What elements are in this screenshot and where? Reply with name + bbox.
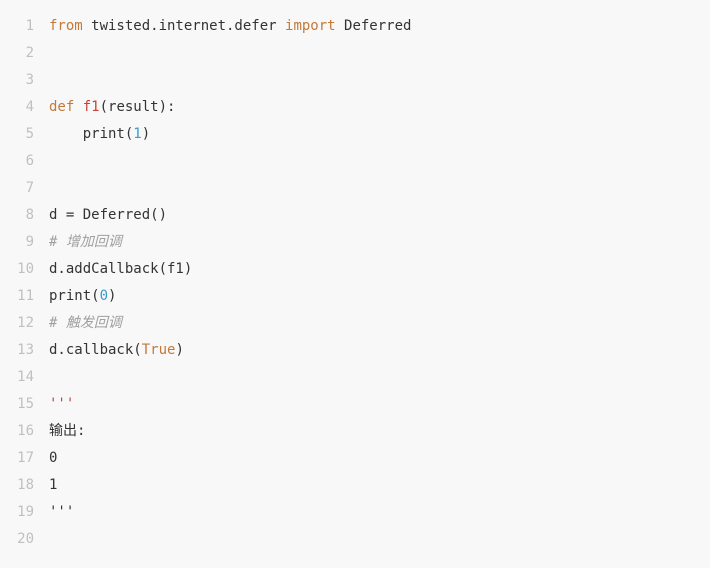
line-code: ''' <box>34 391 74 418</box>
code-token-number: 0 <box>99 288 109 304</box>
line-number: 10 <box>17 261 34 277</box>
line-code: # 触发回调 <box>34 310 122 337</box>
line-code: print(0) <box>34 283 116 310</box>
code-token-builtin: True <box>141 342 176 358</box>
code-token-plain: print( <box>49 126 134 142</box>
code-token-plain: ''' <box>49 504 75 520</box>
line-code: d = Deferred() <box>34 202 167 229</box>
line-code <box>34 67 49 94</box>
code-line: 2 <box>0 40 710 67</box>
line-code: 输出: <box>34 418 85 445</box>
line-code: from twisted.internet.defer import Defer… <box>34 13 411 40</box>
code-token-plain: ) <box>175 342 184 358</box>
code-line: 15 ''' <box>0 391 710 418</box>
code-line: 17 0 <box>0 445 710 472</box>
code-token-plain: 输出: <box>49 423 86 439</box>
line-number: 15 <box>17 396 34 412</box>
line-code <box>34 40 49 67</box>
code-line: 20 <box>0 526 710 553</box>
code-token-comment: # 增加回调 <box>49 234 122 250</box>
code-line: 19 ''' <box>0 499 710 526</box>
line-number: 4 <box>25 99 34 115</box>
code-line: 10 d.addCallback(f1) <box>0 256 710 283</box>
code-token-plain: d.addCallback(f1) <box>49 261 193 277</box>
code-token-plain: 1 <box>49 477 58 493</box>
code-line: 9 # 增加回调 <box>0 229 710 256</box>
line-code <box>34 175 49 202</box>
code-token-plain: d.callback( <box>49 342 142 358</box>
code-token-plain <box>74 99 82 115</box>
line-code: 0 <box>34 445 57 472</box>
code-line: 6 <box>0 148 710 175</box>
code-token-plain: twisted.internet.defer <box>82 18 286 34</box>
line-number: 6 <box>25 153 34 169</box>
code-line: 14 <box>0 364 710 391</box>
code-token-number: 1 <box>133 126 142 142</box>
code-token-plain: (result): <box>99 99 176 115</box>
line-number: 3 <box>25 72 34 88</box>
line-number: 19 <box>17 504 34 520</box>
line-code: ''' <box>34 499 74 526</box>
code-token-plain: ) <box>108 288 117 304</box>
line-number: 14 <box>17 369 34 385</box>
code-token-comment: # 触发回调 <box>49 315 122 331</box>
code-token-plain: print( <box>49 288 100 304</box>
line-code: d.addCallback(f1) <box>34 256 192 283</box>
line-number: 1 <box>25 18 34 34</box>
line-code <box>34 526 49 553</box>
code-token-plain: ) <box>141 126 151 142</box>
code-token-keyword: from <box>49 18 83 34</box>
line-number: 20 <box>17 531 34 547</box>
line-number: 7 <box>25 180 34 196</box>
code-line: 8 d = Deferred() <box>0 202 710 229</box>
line-code: print(1) <box>34 121 150 148</box>
code-line: 7 <box>0 175 710 202</box>
code-token-plain: 0 <box>49 450 58 466</box>
line-number: 9 <box>25 234 34 250</box>
code-token-func: f1 <box>82 99 100 115</box>
line-number: 17 <box>17 450 34 466</box>
line-code: d.callback(True) <box>34 337 184 364</box>
code-line: 18 1 <box>0 472 710 499</box>
line-number: 11 <box>17 288 34 304</box>
code-token-plain: d = Deferred() <box>49 207 168 223</box>
code-token-keyword: def <box>49 99 75 115</box>
code-line: 16 输出: <box>0 418 710 445</box>
line-number: 8 <box>25 207 34 223</box>
line-number: 16 <box>17 423 34 439</box>
code-line: 12 # 触发回调 <box>0 310 710 337</box>
code-line: 5 print(1) <box>0 121 710 148</box>
line-number: 13 <box>17 342 34 358</box>
line-number: 18 <box>17 477 34 493</box>
line-number: 12 <box>17 315 34 331</box>
code-token-keyword: import <box>285 18 336 34</box>
line-number: 5 <box>25 126 34 142</box>
code-token-string: ''' <box>49 396 75 412</box>
code-token-plain: Deferred <box>335 18 412 34</box>
line-number: 2 <box>25 45 34 61</box>
line-code <box>34 364 49 391</box>
line-code: 1 <box>34 472 57 499</box>
line-code <box>34 148 49 175</box>
line-code: # 增加回调 <box>34 229 122 256</box>
line-code: def f1(result): <box>34 94 175 121</box>
code-line: 3 <box>0 67 710 94</box>
